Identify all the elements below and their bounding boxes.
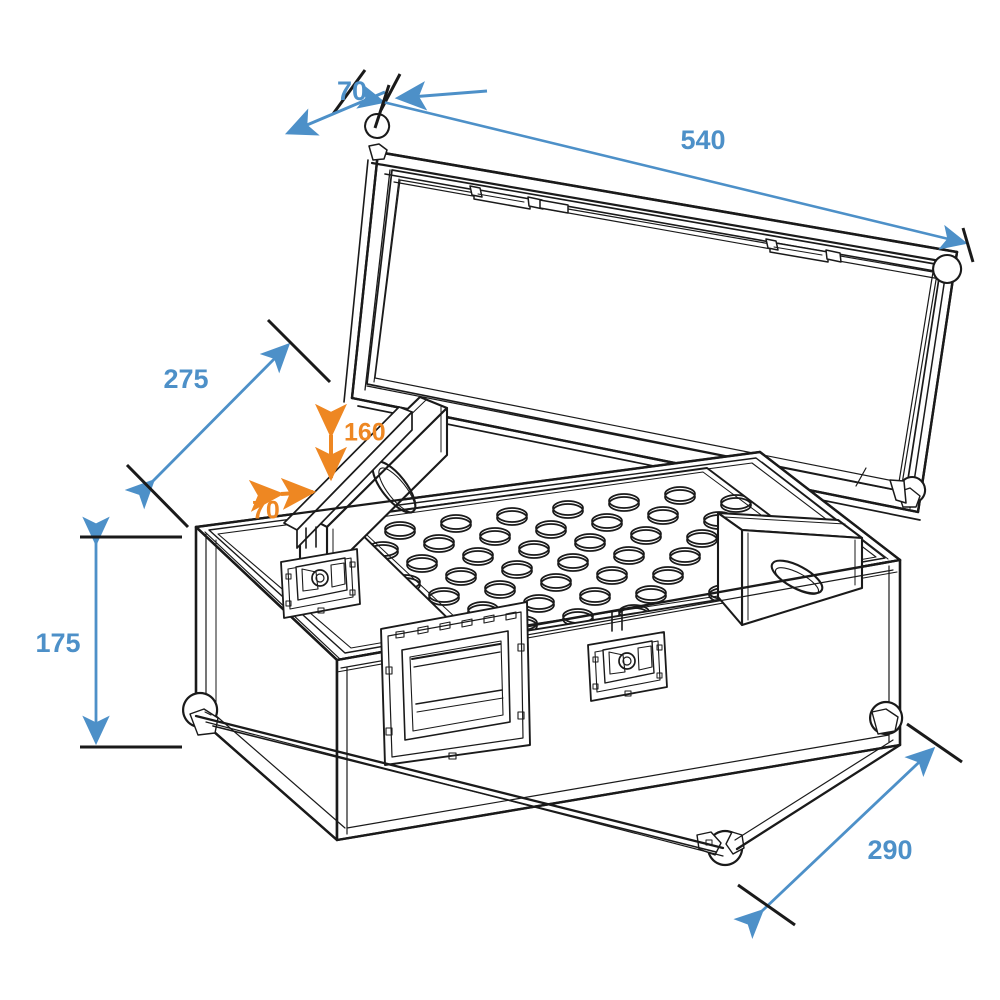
ball-corner bbox=[182, 691, 219, 736]
dimension-arrow bbox=[124, 342, 291, 510]
dimension-label-540: 540 bbox=[680, 125, 725, 155]
dimension-width-290: 290 bbox=[733, 722, 963, 940]
extension-line bbox=[373, 84, 391, 129]
dimension-depth-275: 275 bbox=[124, 318, 332, 529]
extension-line bbox=[737, 883, 796, 927]
recessed-handle bbox=[380, 601, 531, 766]
dimension-rail-height-160: 160 bbox=[315, 403, 386, 482]
dimension-arrow bbox=[356, 83, 968, 250]
perforated-tray bbox=[283, 395, 864, 641]
butterfly-latch-left bbox=[280, 526, 361, 619]
dimension-label-175: 175 bbox=[35, 628, 80, 658]
dimension-label-290: 290 bbox=[867, 835, 912, 865]
extension-line bbox=[961, 227, 975, 263]
butterfly-latch-right bbox=[587, 610, 668, 702]
extension-line bbox=[266, 318, 332, 384]
dimension-arrow bbox=[248, 477, 317, 512]
dimension-label-275: 275 bbox=[163, 364, 208, 394]
dimension-length-540: 540 bbox=[356, 83, 975, 263]
dimension-rail-width-70: 70 bbox=[248, 477, 317, 525]
dimension-arrow bbox=[733, 746, 936, 940]
extension-line bbox=[125, 463, 190, 529]
dimension-arrow bbox=[394, 81, 488, 111]
dimension-label-70-rail: 70 bbox=[252, 497, 280, 525]
dimension-body-height-175: 175 bbox=[35, 516, 182, 749]
dimension-label-160: 160 bbox=[344, 419, 386, 447]
extension-line bbox=[331, 69, 367, 115]
dimension-label-70-lid: 70 bbox=[337, 76, 367, 106]
extension-line bbox=[906, 722, 963, 764]
ball-corner bbox=[932, 254, 963, 285]
ball-corner bbox=[869, 700, 904, 736]
